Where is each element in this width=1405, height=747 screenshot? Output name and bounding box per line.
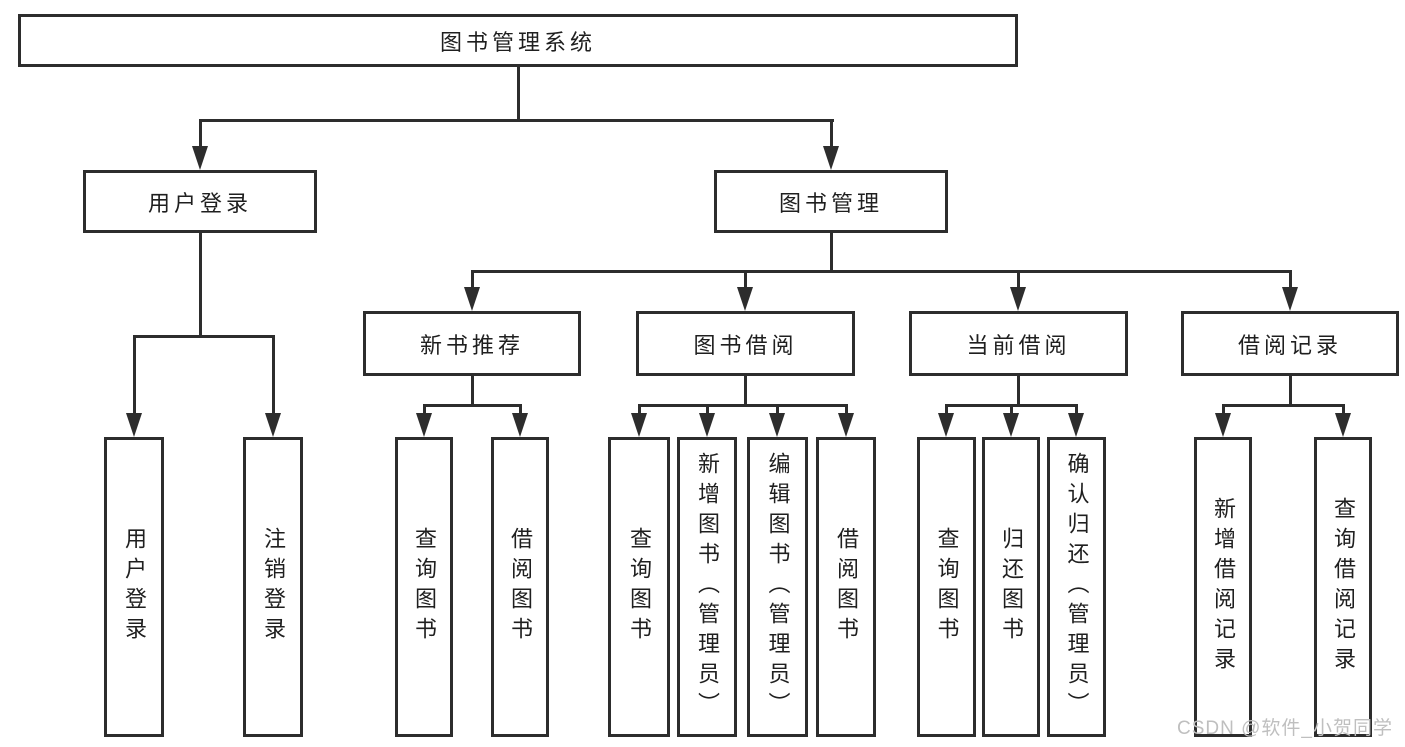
leaf-current-return-books-label: 归还图书 [999,527,1024,647]
connector-group-down [1289,376,1292,407]
leaf-logout-label: 注销登录 [261,527,286,647]
connector-userlogin-hline [133,335,275,338]
connector-leaf-stem [1010,404,1013,416]
connector-leaf-stem [272,335,275,415]
connector-group-down [1017,376,1020,407]
leaf-borrowing-add-books-admin: 新增图书（管理员） [677,437,737,737]
connector-root-stem [517,67,520,121]
connector-group-hline [1222,404,1344,407]
arrow-down-icon [1010,287,1026,311]
connector-group-down [471,376,474,407]
arrow-down-icon [265,413,281,437]
leaf-current-confirm-return-admin-label: 确认归还（管理员） [1064,452,1090,722]
connector-level3-stem [744,270,747,289]
leaf-user-login-label: 用户登录 [122,527,147,647]
arrow-down-icon [769,413,785,437]
leaf-borrowing-borrow-books: 借阅图书 [816,437,876,737]
leaf-current-query-books-label: 查询图书 [934,527,960,647]
node-book-management: 图书管理 [714,170,948,233]
connector-leaf-stem [776,404,779,416]
arrow-down-icon [192,146,208,170]
connector-bookmgmt-down [830,233,833,273]
leaf-borrowing-add-books-admin-label: 新增图书（管理员） [695,452,720,722]
arrow-down-icon [126,413,142,437]
arrow-down-icon [631,413,647,437]
leaf-current-query-books: 查询图书 [917,437,976,737]
arrow-down-icon [1003,413,1019,437]
leaf-records-add-record-label: 新增借阅记录 [1211,497,1236,677]
arrow-down-icon [1215,413,1231,437]
node-library-management-system: 图书管理系统 [18,14,1018,67]
arrow-down-icon [938,413,954,437]
arrow-down-icon [838,413,854,437]
leaf-newbook-query-books-label: 查询图书 [412,527,437,647]
leaf-records-add-record: 新增借阅记录 [1194,437,1252,737]
leaf-borrowing-borrow-books-label: 借阅图书 [834,527,859,647]
connector-level2-hline [199,119,834,122]
connector-leaf-stem [423,404,426,416]
connector-leaf-stem [133,335,136,415]
connector-leaf-stem [1342,404,1345,416]
node-borrowing-records: 借阅记录 [1181,311,1399,376]
connector-group-hline [638,404,847,407]
arrow-down-icon [512,413,528,437]
connector-group-hline [423,404,521,407]
arrow-down-icon [464,287,480,311]
leaf-records-query-record: 查询借阅记录 [1314,437,1372,737]
node-book-borrowing: 图书借阅 [636,311,855,376]
connector-leaf-stem [845,404,848,416]
leaf-borrowing-query-books: 查询图书 [608,437,670,737]
leaf-newbook-borrow-books-label: 借阅图书 [508,527,533,647]
connector-leaf-stem [706,404,709,416]
connector-level3-hline [471,270,1291,273]
connector-leaf-stem [638,404,641,416]
leaf-current-return-books: 归还图书 [982,437,1040,737]
node-new-book-recommend: 新书推荐 [363,311,581,376]
arrow-down-icon [737,287,753,311]
node-user-login: 用户登录 [83,170,317,233]
leaf-borrowing-edit-books-admin-label: 编辑图书（管理员） [765,452,791,722]
arrow-down-icon [1282,287,1298,311]
leaf-logout: 注销登录 [243,437,303,737]
leaf-newbook-query-books: 查询图书 [395,437,453,737]
connector-userlogin-stem [199,119,202,148]
leaf-borrowing-query-books-label: 查询图书 [627,527,652,647]
node-current-borrowing: 当前借阅 [909,311,1128,376]
connector-leaf-stem [1075,404,1078,416]
leaf-borrowing-edit-books-admin: 编辑图书（管理员） [747,437,808,737]
connector-level3-stem [1289,270,1292,289]
arrow-down-icon [1335,413,1351,437]
arrow-down-icon [823,146,839,170]
connector-leaf-stem [945,404,948,416]
connector-userlogin-down [199,233,202,338]
leaf-records-query-record-label: 查询借阅记录 [1331,497,1356,677]
arrow-down-icon [1068,413,1084,437]
arrow-down-icon [416,413,432,437]
connector-level3-stem [471,270,474,289]
arrow-down-icon [699,413,715,437]
connector-group-down [744,376,747,407]
connector-bookmgmt-stem [830,119,833,148]
csdn-watermark: CSDN @软件_小贺同学 [1177,718,1393,739]
connector-leaf-stem [519,404,522,416]
connector-level3-stem [1017,270,1020,289]
leaf-current-confirm-return-admin: 确认归还（管理员） [1047,437,1106,737]
leaf-user-login: 用户登录 [104,437,164,737]
connector-leaf-stem [1222,404,1225,416]
leaf-newbook-borrow-books: 借阅图书 [491,437,549,737]
